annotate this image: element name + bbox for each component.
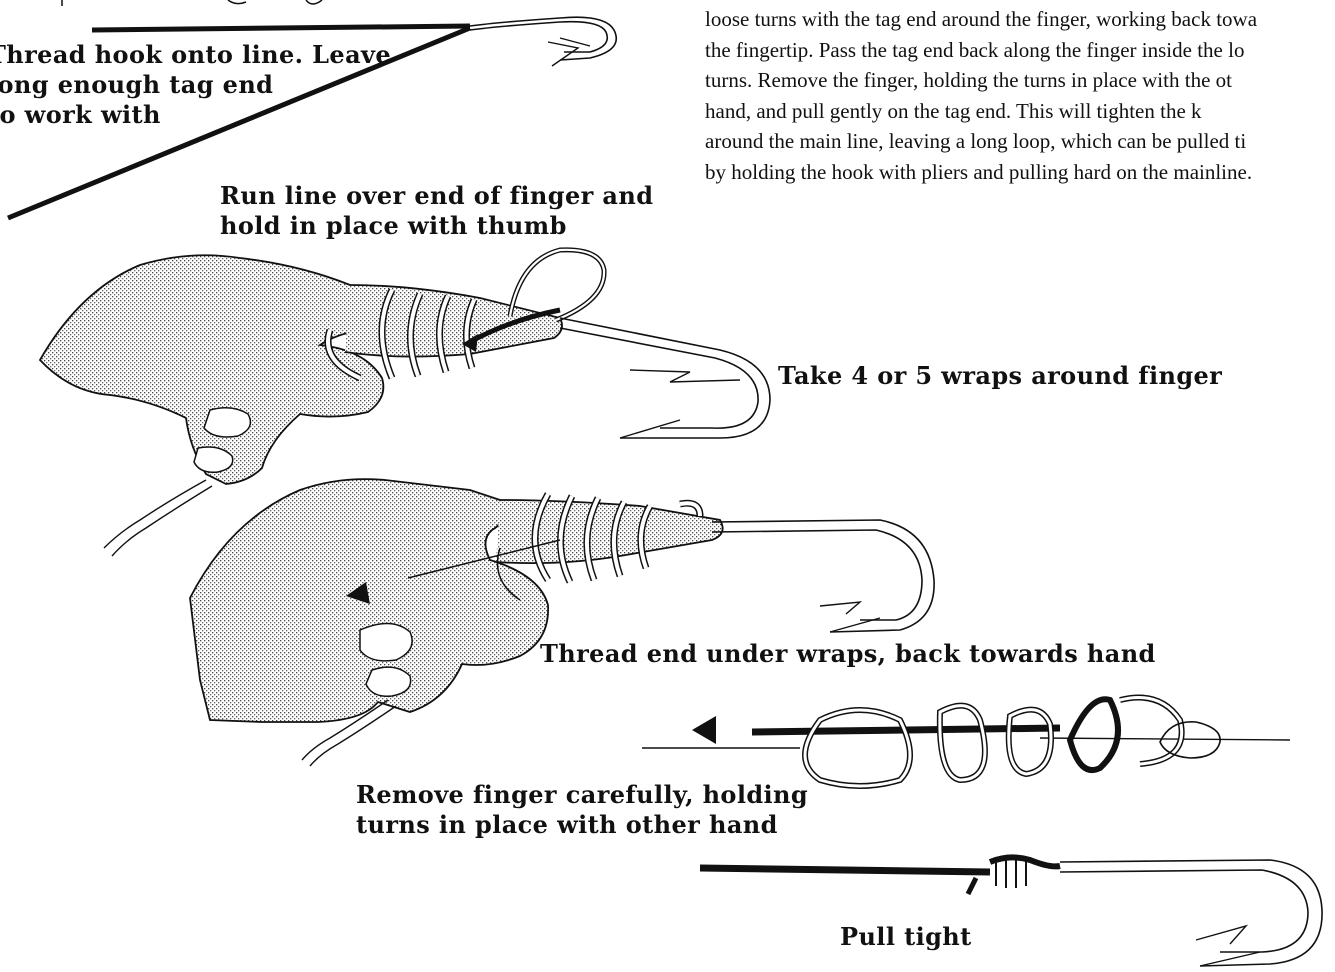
paragraph-line: by holding the hook with pliers and pull… (705, 157, 1335, 188)
caption-line: Remove finger carefully, holding (356, 780, 808, 810)
paragraph-line: around the main line, leaving a long loo… (705, 126, 1335, 157)
loose-turns-step (642, 698, 1290, 787)
caption-line: hold in place with thumb (220, 211, 653, 241)
paragraph-line: the fingertip. Pass the tag end back alo… (705, 35, 1335, 66)
caption-pull-tight: Pull tight (840, 922, 972, 952)
instruction-paragraph: loose turns with the tag end around the … (705, 4, 1335, 187)
paragraph-line: turns. Remove the finger, holding the tu… (705, 65, 1335, 96)
paragraph-line: loose turns with the tag end around the … (705, 4, 1335, 35)
caption-take-wraps: Take 4 or 5 wraps around finger (778, 361, 1222, 391)
caption-thread-hook: Thread hook onto line. Leave long enough… (0, 40, 391, 130)
caption-remove-finger: Remove finger carefully, holding turns i… (356, 780, 808, 840)
caption-run-line: Run line over end of finger and hold in … (220, 181, 653, 241)
hand-threading-step (190, 479, 934, 766)
caption-line: long enough tag end (0, 70, 391, 100)
caption-thread-end: Thread end under wraps, back towards han… (540, 639, 1156, 669)
paragraph-line: hand, and pull gently on the tag end. Th… (705, 96, 1335, 127)
caption-line: Run line over end of finger and (220, 181, 653, 211)
caption-line: turns in place with other hand (356, 810, 808, 840)
pull-tight-step (700, 857, 1322, 966)
caption-line: Thread hook onto line. Leave (0, 40, 391, 70)
caption-line: to work with (0, 100, 391, 130)
